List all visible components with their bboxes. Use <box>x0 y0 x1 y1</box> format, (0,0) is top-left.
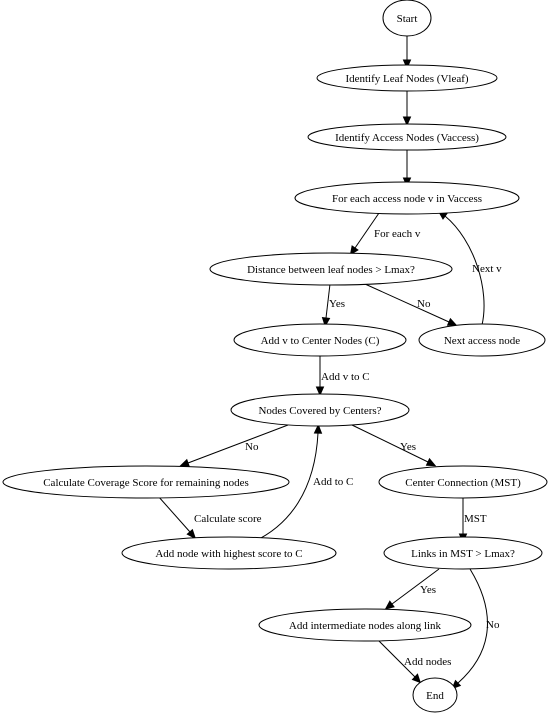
node-identify-leaf: Identify Leaf Nodes (Vleaf) <box>316 64 498 92</box>
edge-label-no-distance: No <box>417 298 431 310</box>
edge-label-add-nodes: Add nodes <box>404 656 451 668</box>
edge-label-no-covered: No <box>245 441 259 453</box>
node-for-each-access: For each access node v in Vaccess <box>294 181 520 215</box>
edge-start-to-identify-leaf <box>402 36 412 70</box>
node-add-highest: Add node with highest score to C <box>121 536 337 570</box>
edge-distance-to-next-access <box>364 283 458 326</box>
edge-label-no-links: No <box>486 619 500 631</box>
node-add-highest-label: Add node with highest score to C <box>155 548 302 560</box>
node-add-center-label: Add v to Center Nodes (C) <box>261 335 380 347</box>
edge-label-for-each-v: For each v <box>374 228 421 240</box>
edge-for-each-to-distance-check <box>349 212 380 256</box>
edge-label-yes-covered: Yes <box>400 441 416 453</box>
edge-nodes-covered-to-calc-coverage <box>179 424 289 467</box>
edge-label-next-v: Next v <box>472 263 502 275</box>
node-links-check: Links in MST > Lmax? <box>383 536 543 570</box>
node-distance-check-label: Distance between leaf nodes > Lmax? <box>247 264 415 276</box>
node-center-connection: Center Connection (MST) <box>378 465 548 499</box>
node-center-connection-label: Center Connection (MST) <box>405 477 521 489</box>
edge-links-check-to-add-intermediate <box>384 568 440 610</box>
node-start: Start <box>382 0 432 37</box>
edge-add-intermediate-to-end <box>377 639 422 684</box>
node-nodes-covered-label: Nodes Covered by Centers? <box>258 405 381 417</box>
edge-label-add-v-to-c: Add v to C <box>321 371 370 383</box>
node-add-intermediate-label: Add intermediate nodes along link <box>289 620 442 632</box>
node-distance-check: Distance between leaf nodes > Lmax? <box>209 252 453 286</box>
edge-label-add-to-c: Add to C <box>313 476 353 488</box>
node-calc-coverage-label: Calculate Coverage Score for remaining n… <box>43 477 249 489</box>
node-links-check-label: Links in MST > Lmax? <box>411 548 515 560</box>
edge-identify-leaf-to-identify-access <box>402 90 412 127</box>
node-calc-coverage: Calculate Coverage Score for remaining n… <box>2 465 290 499</box>
edge-calc-coverage-to-add-highest <box>157 495 197 540</box>
node-start-label: Start <box>397 13 418 25</box>
node-identify-access: Identify Access Nodes (Vaccess) <box>307 123 507 151</box>
node-for-each-access-label: For each access node v in Vaccess <box>332 193 482 205</box>
edge-nodes-covered-to-center-connection <box>351 424 437 467</box>
node-next-access: Next access node <box>418 323 546 357</box>
edge-label-calculate-score: Calculate score <box>194 513 262 525</box>
edge-add-highest-to-nodes-covered <box>252 423 323 543</box>
node-next-access-label: Next access node <box>444 335 520 347</box>
node-nodes-covered: Nodes Covered by Centers? <box>230 393 410 427</box>
edge-label-yes-distance: Yes <box>329 298 345 310</box>
node-add-intermediate: Add intermediate nodes along link <box>258 608 472 642</box>
node-add-center: Add v to Center Nodes (C) <box>233 323 407 357</box>
node-end-label: End <box>426 690 444 702</box>
edge-label-mst: MST <box>464 513 487 525</box>
node-end: End <box>412 677 458 713</box>
edge-identify-access-to-for-each <box>402 150 412 188</box>
edge-distance-to-add-center <box>321 283 331 328</box>
edge-label-yes-links: Yes <box>420 584 436 596</box>
node-identify-leaf-label: Identify Leaf Nodes (Vleaf) <box>345 73 468 85</box>
node-identify-access-label: Identify Access Nodes (Vaccess) <box>335 132 479 144</box>
edge-add-center-to-nodes-covered <box>315 356 325 397</box>
